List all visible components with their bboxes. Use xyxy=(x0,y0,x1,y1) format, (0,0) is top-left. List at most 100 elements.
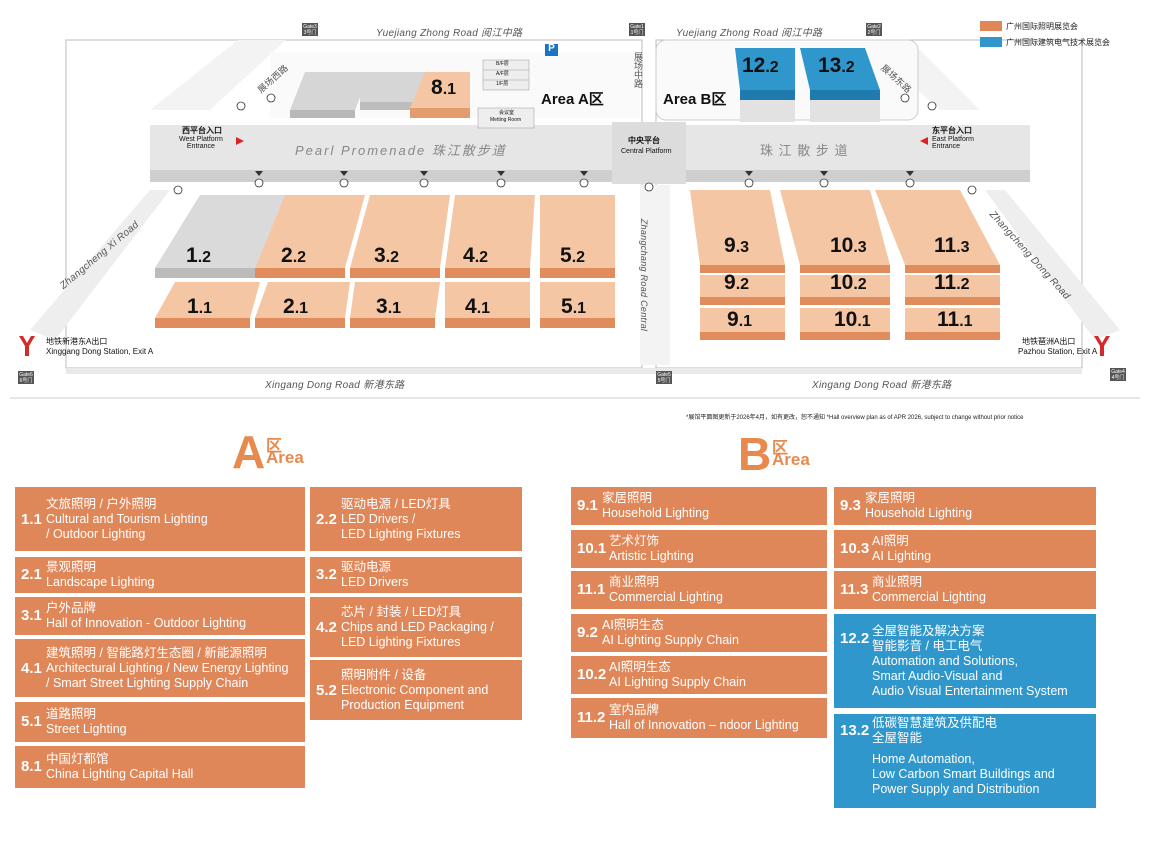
hall-number: 2.2 xyxy=(281,244,306,268)
parking-icon: P xyxy=(548,43,555,54)
hall-sub: .1 xyxy=(387,300,402,317)
gate5-marker: Gate5 5号门 xyxy=(656,371,672,384)
hall-number: 11.1 xyxy=(937,308,973,332)
hall-main: 5 xyxy=(561,295,573,318)
hall-sub: .2 xyxy=(853,276,867,293)
hall-main: 11 xyxy=(937,308,960,331)
hall-info-line: Street Lighting xyxy=(46,722,127,736)
floor-label-1: 1/F层 xyxy=(496,81,509,87)
hall-info-line: LED Lighting Fixtures xyxy=(341,635,461,649)
east-entrance-zh: 东平台入口 xyxy=(932,126,972,135)
hall-sub: .3 xyxy=(956,239,970,256)
hall-main: 8 xyxy=(431,76,443,99)
station-right-zh: 地铁琶洲A出口 xyxy=(1022,337,1076,346)
area-a-en: Area xyxy=(266,448,304,467)
road-label-bottom-right: Xingang Dong Road 新港东路 xyxy=(812,380,952,391)
road-label-center-zh: 展场中路 xyxy=(633,52,643,88)
area-b-zh: 区 xyxy=(772,440,789,457)
hall-info-line: LED Drivers / xyxy=(341,512,416,526)
hall-info-line: Production Equipment xyxy=(341,698,464,712)
hall-info-line: 景观照明 xyxy=(46,560,97,574)
hall-main: 2 xyxy=(281,244,293,267)
hall-sub: .1 xyxy=(857,313,871,330)
central-platform-en: Central Platform xyxy=(621,148,672,155)
hall-sub: .2 xyxy=(197,249,212,266)
hall-main: 9 xyxy=(724,271,736,294)
hall-info-number: 10.3 xyxy=(840,540,870,557)
hall-info-number: 2.1 xyxy=(21,566,42,583)
road-label-promenade-right: 珠 江 散 步 道 xyxy=(760,143,849,158)
hall-number: 3.1 xyxy=(376,295,401,319)
hall-main: 10 xyxy=(834,308,858,331)
hall-number: 2.1 xyxy=(283,295,308,319)
venue-map: Yuejiang Zhong Road 阅江中路 Yuejiang Zhong … xyxy=(0,0,1150,400)
hall-sub: .2 xyxy=(571,249,586,266)
hall-sub: .1 xyxy=(738,313,753,330)
hall-info-line: 芯片 / 封装 / LED灯具 xyxy=(341,605,462,619)
meeting-room-zh: 会议室 xyxy=(499,110,515,116)
hall-number: 1.2 xyxy=(186,244,211,268)
hall-sub: .1 xyxy=(442,81,457,98)
hall-info-line: Hall of Innovation - Outdoor Lighting xyxy=(46,616,247,630)
hall-info-number: 9.3 xyxy=(840,497,861,514)
hall-info-line: Electronic Component and xyxy=(341,683,489,697)
hall-info-number: 11.3 xyxy=(840,581,869,598)
hall-number: 4.1 xyxy=(465,295,490,319)
area-b-en: Area xyxy=(772,450,810,469)
hall-info-number: 12.2 xyxy=(840,630,870,647)
hall-info-line: 建筑照明 / 智能路灯生态圈 / 新能源照明 xyxy=(46,646,267,660)
metro-icon-left xyxy=(19,336,35,356)
hall-info-line: / Outdoor Lighting xyxy=(46,527,146,541)
hall-info-line: Architectural Lighting / New Energy Ligh… xyxy=(46,661,289,675)
hall-main: 10 xyxy=(830,234,854,257)
hall-info-line: 智能影音 / 电工电气 xyxy=(872,639,983,653)
floor-label-a: A/F层 xyxy=(496,71,509,77)
station-right-en: Pazhou Station, Exit A xyxy=(1018,347,1098,356)
hall-info-line: Commercial Lighting xyxy=(872,590,986,604)
hall-sub: .2 xyxy=(474,249,489,266)
legend-swatch-electrical xyxy=(980,37,1002,47)
gate1-marker: Gate1 1号门 xyxy=(629,23,645,36)
area-b-letter: B xyxy=(738,428,772,480)
hall-info-number: 13.2 xyxy=(840,722,870,739)
hall-info-line: AI Lighting Supply Chain xyxy=(602,633,739,647)
hall-main: 12 xyxy=(742,54,766,77)
hall-info-line: Household Lighting xyxy=(865,506,973,520)
hall-number: 9.3 xyxy=(724,234,749,258)
hall-sub: .2 xyxy=(385,249,400,266)
hall-number: 10.1 xyxy=(834,308,871,332)
hall-main: 1 xyxy=(186,244,198,267)
hall-main: 13 xyxy=(818,54,842,77)
hall-sub: .1 xyxy=(294,300,309,317)
hall-sub: .2 xyxy=(765,59,779,76)
gate2-marker: Gate2 2号门 xyxy=(866,23,882,36)
hall-info-line: Artistic Lighting xyxy=(609,549,694,563)
hall-info-line: 全屋智能及解决方案 xyxy=(872,624,985,638)
hall-number: 5.1 xyxy=(561,295,586,319)
hall-main: 11 xyxy=(934,234,957,257)
hall-info-line: China Lighting Capital Hall xyxy=(46,767,194,781)
hall-info-number: 1.1 xyxy=(21,511,42,528)
hall-main: 9 xyxy=(727,308,739,331)
area-a-label: Area A区 xyxy=(541,91,604,108)
hall-main: 9 xyxy=(724,234,736,257)
station-left-zh: 地铁新港东A出口 xyxy=(46,337,108,346)
central-platform-zh: 中央平台 xyxy=(628,136,660,145)
hall-info-line: Audio Visual Entertainment System xyxy=(872,684,1068,698)
hall-info-number: 9.1 xyxy=(577,497,598,514)
